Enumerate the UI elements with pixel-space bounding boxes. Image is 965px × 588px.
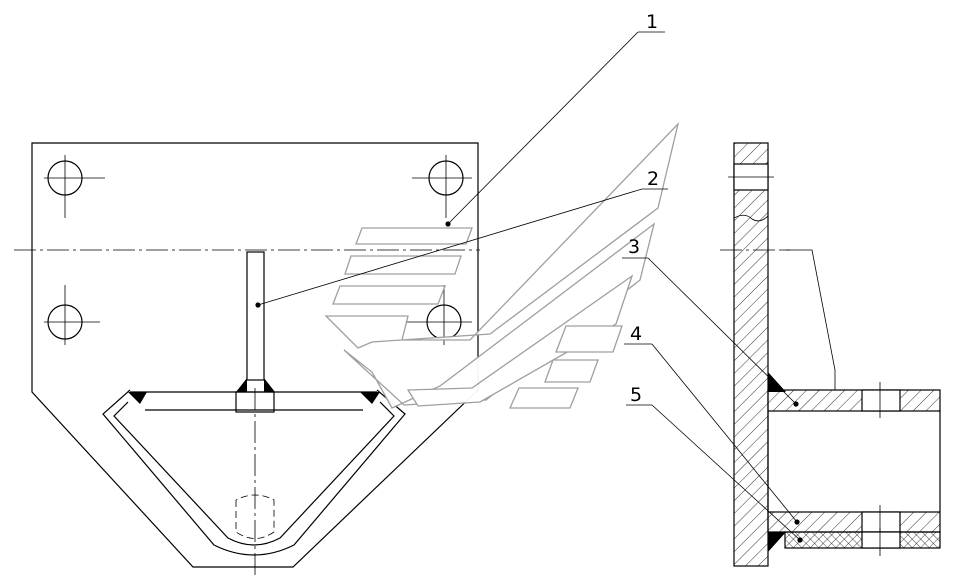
hidden-pipe (235, 494, 275, 539)
mounting-hole-top-right (412, 155, 472, 218)
callout-2: 2 (647, 168, 659, 190)
mounting-hole-top-left (44, 155, 105, 218)
channel-weld-right (360, 392, 380, 404)
pipe-wall-upper (767, 389, 941, 412)
callout-3: 3 (628, 236, 640, 258)
v-channel-outer (102, 389, 406, 556)
mounting-hole-bottom-left (44, 285, 100, 345)
flange-plate (733, 142, 769, 567)
watermark-logo (324, 121, 680, 409)
vertical-rib (246, 251, 265, 381)
bracket-plate-outline (31, 142, 479, 568)
side-view (720, 142, 941, 567)
pipe-weld-upper (768, 372, 786, 392)
rib-weld-left (236, 378, 247, 392)
rib-weld-right (264, 378, 275, 392)
v-channel-inner (113, 401, 395, 546)
channel-weld-left (128, 392, 147, 404)
callout-leaders (255, 31, 803, 543)
pipe-weld-lower (768, 532, 786, 552)
callout-4: 4 (630, 323, 642, 345)
front-view (14, 142, 480, 575)
callout-5: 5 (630, 384, 642, 406)
callout-1: 1 (646, 11, 658, 33)
pipe-wall-lower (767, 511, 941, 533)
